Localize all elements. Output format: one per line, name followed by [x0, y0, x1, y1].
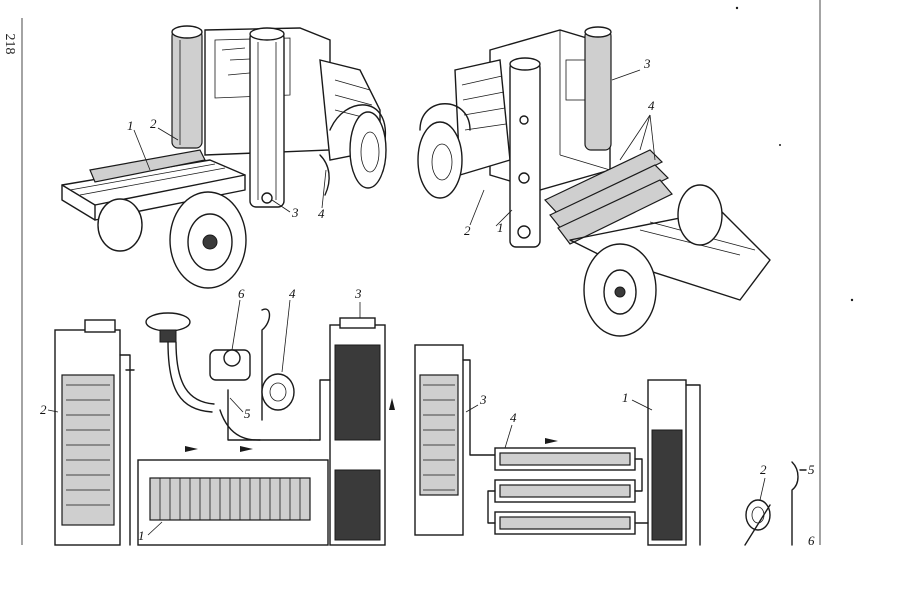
cooler-tube-c: [557, 179, 673, 245]
df-label-5: 5: [808, 462, 815, 477]
cleaner-cylinder-right: [584, 29, 612, 151]
bl-label-3: 3: [354, 286, 362, 301]
cleaner-cylinder: [171, 29, 203, 149]
scheme-right: 3 4 1: [414, 344, 701, 546]
cooler-tube-b: [549, 164, 670, 231]
df-label-2: 2: [760, 462, 767, 477]
tr-label-3: 3: [643, 56, 651, 71]
tl-label-1: 1: [127, 118, 134, 133]
air-hose: [167, 341, 213, 413]
bottom-blank-strip: [0, 545, 900, 607]
bl-label-6: 6: [238, 286, 245, 301]
scheme-left: 2 1 6 5: [40, 286, 395, 546]
br-label-1: 1: [622, 390, 629, 405]
coil-heater: [261, 373, 295, 411]
cooler-tube-a: [544, 149, 664, 215]
bl-label-4: 4: [289, 286, 296, 301]
tr-label-2: 2: [464, 223, 471, 238]
br-label-3: 3: [479, 392, 487, 407]
page-number: 218: [2, 33, 17, 55]
air-filter: [145, 312, 191, 332]
fuel-bed: [61, 374, 115, 526]
cleaner-fill-lower: [334, 469, 381, 541]
pipe-detail: [791, 461, 799, 546]
truck-front-view: 1 2 3 4: [417, 26, 771, 337]
cleaner-fill-upper: [334, 344, 381, 441]
detail-fragment: 2 5 6: [744, 461, 815, 548]
truck-rear-view: 1 2 3 4: [61, 25, 387, 289]
bl-label-2: 2: [40, 402, 47, 417]
tl-label-4: 4: [318, 206, 325, 221]
front-wheel-right: [417, 121, 463, 199]
tl-label-3: 3: [291, 205, 299, 220]
df-label-6: 6: [808, 533, 815, 548]
tr-label-1: 1: [497, 220, 504, 235]
br-label-4: 4: [510, 410, 517, 425]
exhaust-pipe: [261, 308, 271, 421]
generator-cylinder-right: [509, 61, 541, 248]
tr-label-4: 4: [648, 98, 655, 113]
front-fender: [329, 104, 386, 141]
bl-label-1: 1: [138, 528, 145, 543]
bl-label-5: 5: [244, 406, 251, 421]
front-wheel: [349, 111, 387, 189]
generator-cylinder: [249, 31, 285, 208]
coil-detail: [745, 499, 771, 531]
tl-label-2: 2: [150, 116, 157, 131]
cooler-tubes: [89, 149, 206, 183]
